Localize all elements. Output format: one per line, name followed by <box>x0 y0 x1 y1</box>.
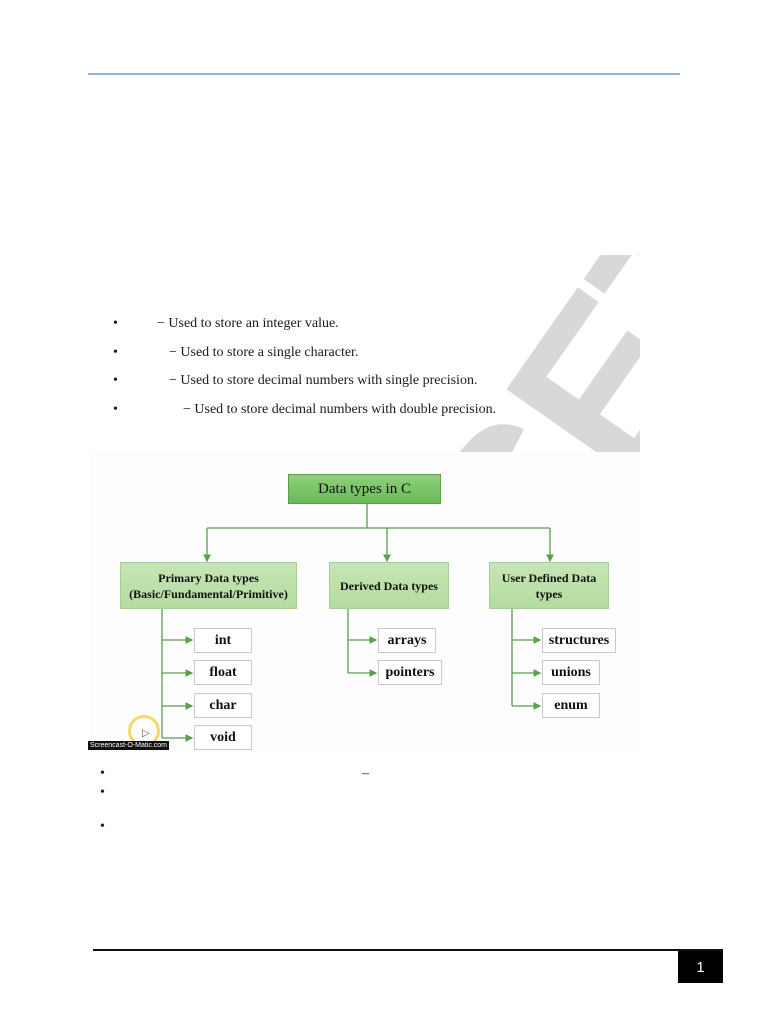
leaf-enum: enum <box>542 693 600 718</box>
leaf-unions: unions <box>542 660 600 685</box>
bullet-text: − Used to store a single character. <box>169 345 359 360</box>
primary-line-2: (Basic/Fundamental/Primitive) <box>129 586 288 601</box>
primary-node: Primary Data types (Basic/Fundamental/Pr… <box>120 562 297 609</box>
header-rule <box>88 73 680 75</box>
derived-node: Derived Data types <box>329 562 449 609</box>
primary-line-1: Primary Data types <box>158 570 259 585</box>
leaf-structures: structures <box>542 628 616 653</box>
bullet-text: − Used to store decimal numbers with dou… <box>183 402 497 417</box>
leaf-label: int <box>214 632 232 648</box>
leaf-label: void <box>210 729 236 745</box>
bullet-dot: • <box>113 373 118 388</box>
leaf-label: structures <box>548 632 610 648</box>
user-line-2: types <box>535 586 563 601</box>
root-node: Data types in C <box>288 474 441 504</box>
leaf-float: float <box>194 660 252 685</box>
bullet-dot: • <box>100 766 105 781</box>
bullet-dot: • <box>100 785 105 800</box>
leaf-pointers: pointers <box>378 660 442 685</box>
user-line-1: User Defined Data <box>501 570 597 585</box>
leaf-label: char <box>209 697 237 713</box>
leaf-arrays: arrays <box>378 628 436 653</box>
user-node: User Defined Data types <box>489 562 609 609</box>
leaf-label: float <box>209 664 237 680</box>
bullet-text: − Used to store decimal numbers with sin… <box>169 373 478 388</box>
bullet-dot: • <box>100 819 105 834</box>
screencast-overlay: Screencast-O-Matic.com <box>88 741 170 750</box>
bullet-dot: • <box>113 402 118 417</box>
bullet-dot: • <box>113 316 118 331</box>
derived-label: Derived Data types <box>340 578 438 593</box>
bullet-text: – <box>362 766 369 781</box>
leaf-char: char <box>194 693 252 718</box>
leaf-label: pointers <box>385 664 435 680</box>
bullet-text: − Used to store an integer value. <box>157 316 339 331</box>
leaf-label: unions <box>551 664 591 680</box>
leaf-label: enum <box>554 697 588 713</box>
mouse-pointer-icon: ▷ <box>142 728 150 739</box>
leaf-int: int <box>194 628 252 653</box>
bullet-dot: • <box>113 345 118 360</box>
page-number: 1 <box>678 951 723 983</box>
footer-rule <box>93 949 723 951</box>
page-number-label: 1 <box>696 958 705 976</box>
root-label: Data types in C <box>318 480 411 497</box>
leaf-void: void <box>194 725 252 750</box>
leaf-label: arrays <box>387 632 427 648</box>
diagram-connectors <box>161 504 554 742</box>
data-types-diagram: Data types in C Primary Data types (Basi… <box>88 452 642 752</box>
